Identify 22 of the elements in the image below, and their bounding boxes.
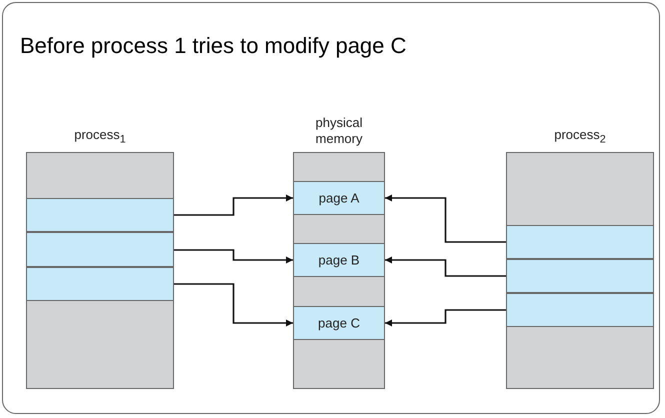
memory-page [507,293,653,327]
arrow [385,256,506,277]
page-label: page A [318,190,360,206]
column-heading: process$_{1}$ [73,126,127,147]
page-label: page B [317,252,361,268]
memory-page [507,259,653,293]
page-frame [294,243,384,277]
arrow [174,283,293,326]
arrow [385,309,506,326]
memory-page [507,225,653,259]
arrow [385,194,506,243]
column-heading: process$_{2}$ [553,126,607,147]
page-frame [294,181,384,215]
page-frame [294,306,384,340]
column-heading: physical memory [314,114,364,147]
memory-page [27,267,173,301]
slide-title: Before process 1 tries to modify page C [20,33,406,59]
arrow [174,194,293,216]
page-label: page C [317,316,361,330]
memory-page [27,232,173,267]
memory-page [27,198,173,232]
arrow [174,249,293,264]
